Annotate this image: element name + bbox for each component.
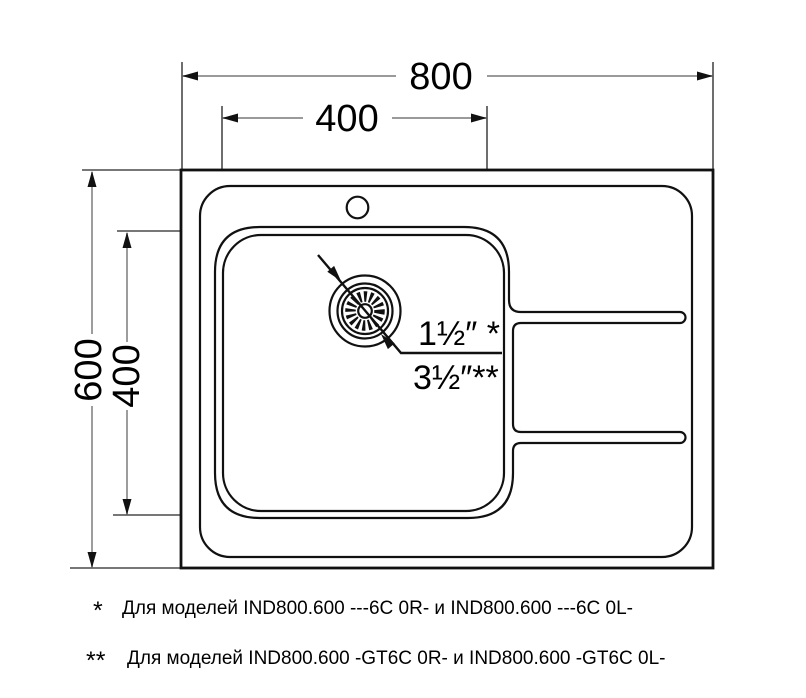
arrowhead-400-left [222, 113, 238, 123]
dimension-arrowheads [87, 71, 713, 568]
drain-arrowhead-lower [381, 334, 395, 350]
dimension-label-bowl-width: 400 [315, 98, 378, 140]
bowl-outer-contour-and-grooves [213, 225, 687, 520]
footnote-2-text: Для моделей IND800.600 -GT6C 0R- и IND80… [127, 648, 665, 669]
drain-inner-ring [340, 286, 390, 336]
arrowhead-600-bottom [87, 552, 97, 568]
drain-size-label-1: 1½″ * [418, 315, 500, 353]
drain-center-hub [357, 303, 373, 319]
footnote-2: ** Для моделей IND800.600 -GT6C 0R- и IN… [86, 647, 665, 675]
sink-outer-edge [179, 168, 715, 570]
dimension-label-total-width: 800 [409, 56, 472, 98]
drain-strainer [328, 274, 402, 348]
faucet-hole [345, 195, 370, 220]
drain-strainer-spokes [345, 291, 385, 331]
arrowhead-400v-top [122, 232, 132, 248]
drain-size-label-2: 3½″** [413, 359, 499, 397]
drain-size-annotation: 1½″ * 3½″** [317, 254, 502, 397]
footnote-1-text: Для моделей IND800.600 ---6C 0R- и IND80… [122, 598, 633, 619]
arrowhead-800-left [182, 71, 198, 81]
arrowhead-400v-bottom [122, 499, 132, 515]
arrowhead-800-right [697, 71, 713, 81]
drain-outer-ring [328, 274, 402, 348]
bowl-inner-contour [221, 233, 506, 513]
drain-middle-ring [336, 282, 394, 340]
footnote-1-marker: * [93, 597, 103, 625]
footnote-2-marker: ** [86, 647, 106, 675]
footnotes: * Для моделей IND800.600 ---6C 0R- и IND… [86, 597, 665, 675]
drain-leader-line [317, 254, 502, 355]
dimension-label-bowl-depth: 400 [106, 344, 148, 407]
drain-arrowhead-upper [327, 265, 341, 281]
dimension-label-total-depth: 600 [68, 338, 110, 401]
sink-body [179, 168, 715, 570]
footnote-1: * Для моделей IND800.600 ---6C 0R- и IND… [93, 597, 633, 625]
sink-surface-edge [198, 184, 694, 559]
extension-lines [70, 62, 714, 569]
arrowhead-600-top [87, 171, 97, 187]
dimension-lines [91, 75, 712, 567]
arrowhead-400-right [471, 113, 487, 123]
